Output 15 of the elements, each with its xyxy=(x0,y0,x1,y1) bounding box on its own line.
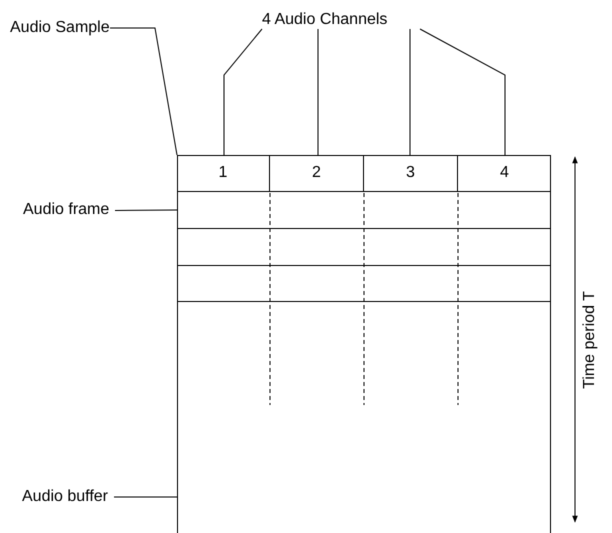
callout-label: 4 Audio Channels xyxy=(262,11,420,29)
leader-line xyxy=(114,496,178,498)
leader-line xyxy=(420,28,506,156)
channel-cell: 1 xyxy=(177,155,270,192)
channel-cell: 4 xyxy=(458,155,551,192)
callout-label: Audio buffer xyxy=(22,488,114,506)
callout-label: Audio Sample xyxy=(10,19,110,37)
channel-cell: 3 xyxy=(364,155,458,192)
leader-line xyxy=(114,210,178,211)
audio-buffer-box xyxy=(177,155,551,533)
leader-line xyxy=(110,28,178,156)
leader-line xyxy=(224,28,262,156)
channel-cell: 2 xyxy=(270,155,364,192)
callout-label: Audio frame xyxy=(23,201,115,219)
dimension-label: Time period T xyxy=(581,290,599,391)
